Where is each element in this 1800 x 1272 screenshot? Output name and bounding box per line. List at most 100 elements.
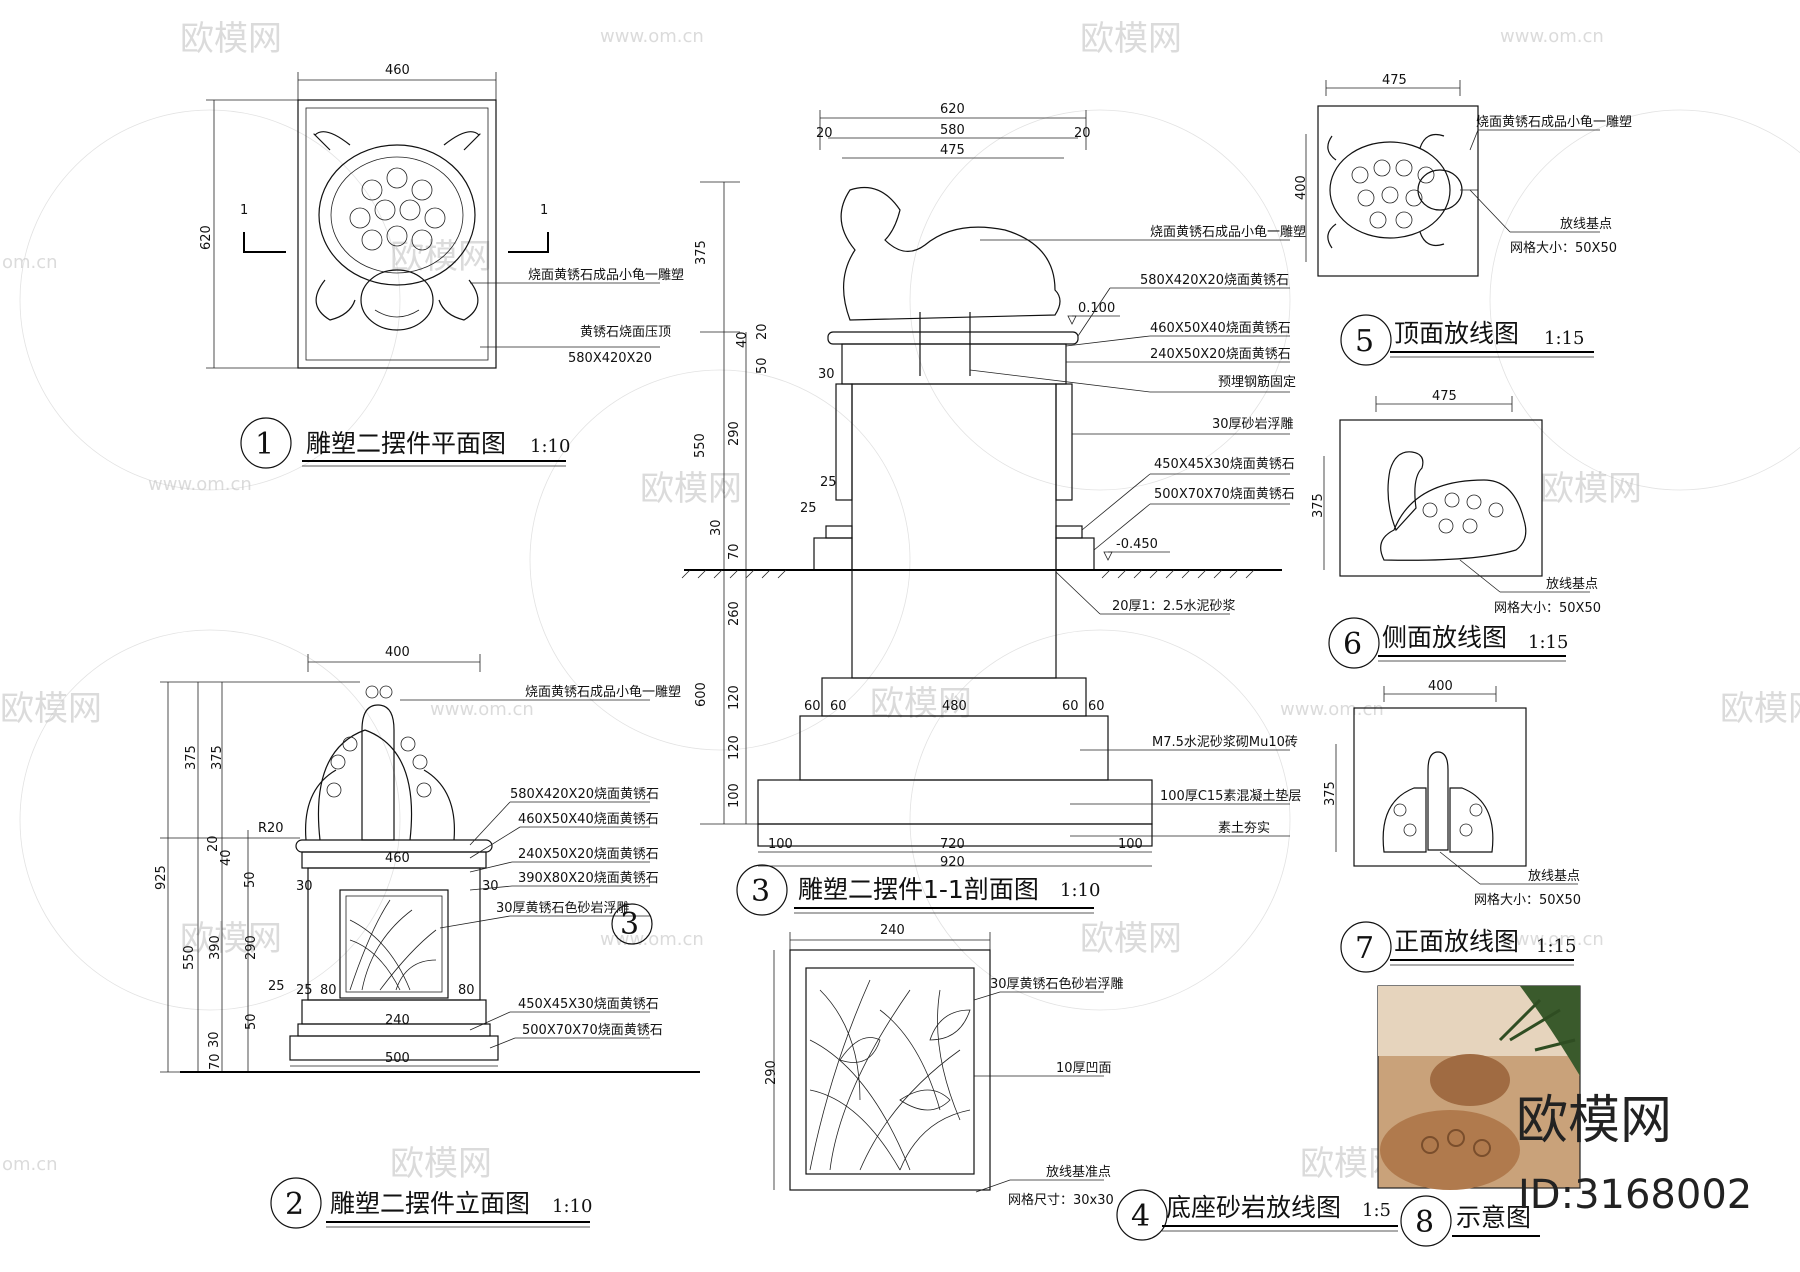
- elev-dim-80: 80: [458, 983, 475, 998]
- view-scale: 1:10: [530, 436, 570, 457]
- elev-dim-390: 390: [208, 935, 223, 960]
- top-note: 放线基点: [1560, 217, 1612, 232]
- sec-dim-260: 260: [727, 601, 742, 626]
- view-scale: 1:15: [1544, 328, 1584, 349]
- elev-note: 240X50X20烧面黄锈石: [518, 847, 659, 862]
- elev-dim-80: 80: [320, 983, 337, 998]
- front-dim-width: 400: [1428, 679, 1453, 694]
- side-dim-width: 475: [1432, 389, 1457, 404]
- view-title: 雕塑二摆件立面图: [330, 1189, 530, 1218]
- view-title: 顶面放线图: [1394, 319, 1519, 348]
- view-number: 2: [285, 1187, 304, 1222]
- elev-dim-70: 70: [208, 1053, 223, 1070]
- elev-note: 460X50X40烧面黄锈石: [518, 812, 659, 827]
- watermark-text: 欧模网: [390, 237, 492, 277]
- plan-note-cap: 黄锈石烧面压顶: [580, 325, 671, 340]
- watermark-text: 欧模网: [180, 19, 282, 59]
- top-note: 烧面黄锈石成品小龟一雕塑: [1476, 115, 1632, 130]
- sec-note: 580X420X20烧面黄锈石: [1140, 273, 1289, 288]
- view-number: 7: [1355, 931, 1374, 966]
- section-view: 620 580 20 20 475 375 550 600 40 20 50 2…: [681, 102, 1306, 916]
- watermark-text: 欧模网: [0, 689, 102, 729]
- sec-elev-ground: -0.450: [1116, 537, 1158, 552]
- watermarks: 欧模网 www.om.cn 欧模网 www.om.cn om.cn 欧模网 ww…: [0, 19, 1800, 1184]
- sec-dim-100: 100: [768, 837, 793, 852]
- watermark-url: www.om.cn: [600, 26, 704, 47]
- relief-view: 240 290 30厚黄锈石色砂岩浮雕 10厚凹面 放线基准点 网格尺寸：30x…: [764, 923, 1398, 1241]
- section-mark: 1: [240, 203, 248, 218]
- watermark-text: 欧模网: [1080, 919, 1182, 959]
- sec-dim-bottom: 60: [1088, 699, 1105, 714]
- elev-dim-cap: 460: [385, 851, 410, 866]
- elev-dim-panel: 240: [385, 1013, 410, 1028]
- brand-name: 欧模网: [1516, 1091, 1672, 1151]
- view-title: 雕塑二摆件平面图: [306, 429, 506, 458]
- tortoise-top-icon: [1327, 133, 1463, 249]
- view-scale: 1:10: [1060, 880, 1100, 901]
- elev-note: 烧面黄锈石成品小龟一雕塑: [525, 685, 681, 700]
- detail-callout: 3: [620, 907, 639, 942]
- view-title: 正面放线图: [1394, 927, 1519, 956]
- watermark-text: 欧模网: [1540, 469, 1642, 509]
- view-number: 1: [255, 427, 274, 462]
- view-scale: 1:15: [1536, 936, 1576, 957]
- elev-dim-30: 30: [482, 879, 499, 894]
- sec-note: 100厚C15素混凝土垫层: [1160, 788, 1301, 804]
- watermark-url: www.om.cn: [1280, 699, 1384, 720]
- elev-dim-375: 375: [210, 745, 225, 770]
- view-number: 6: [1343, 627, 1362, 662]
- sec-dim-30: 30: [818, 367, 835, 382]
- plan-note-cap-size: 580X420X20: [568, 351, 652, 366]
- elev-note: 500X70X70烧面黄锈石: [522, 1023, 663, 1038]
- top-dim-height: 400: [1294, 175, 1309, 200]
- relief-dim-width: 240: [880, 923, 905, 938]
- sec-note: 20厚1：2.5水泥砂浆: [1112, 599, 1236, 614]
- elev-dim-40: 40: [219, 849, 234, 866]
- sec-notes: 烧面黄锈石成品小龟一雕塑 580X420X20烧面黄锈石 460X50X40烧面…: [969, 225, 1306, 837]
- sec-dim-620: 620: [940, 102, 965, 117]
- relief-note: 放线基准点: [1046, 1165, 1111, 1180]
- leaf-relief-icon: [809, 979, 971, 1171]
- tortoise-front-icon: [1382, 751, 1494, 853]
- watermark-url: www.om.cn: [1500, 26, 1604, 47]
- elev-dim-20: 20: [206, 835, 221, 852]
- elev-dim-50: 50: [244, 1013, 259, 1030]
- sec-dim-20: 20: [1074, 126, 1091, 141]
- elev-dim-290: 290: [244, 935, 259, 960]
- elev-dim-30: 30: [207, 1031, 222, 1048]
- sec-dim-100: 100: [727, 783, 742, 808]
- sec-dim-bottom: 60: [804, 699, 821, 714]
- sec-note: 450X45X30烧面黄锈石: [1154, 457, 1295, 472]
- plan-note-sculpture: 烧面黄锈石成品小龟一雕塑: [528, 268, 684, 283]
- sec-dim-50: 50: [755, 357, 770, 374]
- section-mark: 1: [540, 203, 548, 218]
- view-title: 底座砂岩放线图: [1166, 1193, 1341, 1222]
- elev-dim-375: 375: [184, 745, 199, 770]
- front-note: 网格大小：50X50: [1474, 892, 1581, 908]
- elev-note: 390X80X20烧面黄锈石: [518, 871, 659, 886]
- sec-dim-920: 920: [940, 855, 965, 870]
- sec-dim-25: 25: [820, 475, 837, 490]
- view-title: 示意图: [1456, 1203, 1531, 1232]
- elev-dim-30: 30: [296, 879, 313, 894]
- tortoise-plan-icon: [313, 131, 481, 331]
- watermark-url: om.cn: [2, 252, 58, 273]
- watermark-text: 欧模网: [870, 684, 972, 724]
- sec-dim-290: 290: [727, 421, 742, 446]
- elev-note: 580X420X20烧面黄锈石: [510, 787, 659, 802]
- sec-dim-25: 25: [800, 501, 817, 516]
- sec-dim-20: 20: [755, 323, 770, 340]
- top-note: 网格大小：50X50: [1510, 240, 1617, 256]
- sec-dim-720: 720: [940, 837, 965, 852]
- elev-dim-550: 550: [182, 945, 197, 970]
- brand-id: ID:3168002: [1518, 1172, 1752, 1218]
- elev-note: 30厚黄锈石色砂岩浮雕: [496, 900, 630, 916]
- elev-radius: R20: [258, 821, 284, 836]
- relief-note: 30厚黄锈石色砂岩浮雕: [990, 976, 1124, 992]
- view-number: 5: [1355, 324, 1374, 359]
- elev-note: 450X45X30烧面黄锈石: [518, 997, 659, 1012]
- view-number: 4: [1131, 1199, 1150, 1234]
- leaf-relief-icon: [349, 899, 437, 991]
- watermark-text: 欧模网: [1720, 689, 1800, 729]
